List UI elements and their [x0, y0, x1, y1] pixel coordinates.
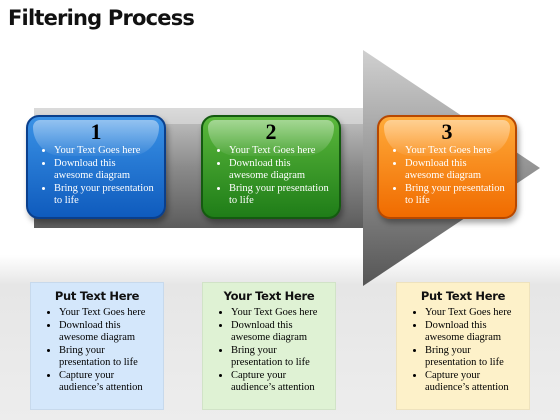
step-1-bullet-2: Download this awesome diagram [54, 158, 156, 183]
note-3-heading: Put Text Here [420, 289, 506, 303]
step-1-list: Your Text Goes here Download this awesom… [36, 145, 156, 208]
note-2-bullet-2: Download this awesome diagram [231, 320, 329, 345]
note-2-bullet-1: Your Text Goes here [231, 307, 329, 320]
note-2-bullet-3: Bring your presentation to life [231, 345, 329, 370]
note-3-list: Your Text Goes here Download this awesom… [403, 307, 523, 395]
note-3-bullet-2: Download this awesome diagram [425, 320, 523, 345]
note-3-bullet-1: Your Text Goes here [425, 307, 523, 320]
step-3-bullet-1: Your Text Goes here [405, 145, 507, 158]
note-1-heading: Put Text Here [54, 289, 140, 303]
note-1-bullet-1: Your Text Goes here [59, 307, 157, 320]
step-3-list: Your Text Goes here Download this awesom… [387, 145, 507, 208]
note-1-bullet-2: Download this awesome diagram [59, 320, 157, 345]
note-1-list: Your Text Goes here Download this awesom… [37, 307, 157, 395]
note-2-panel: Your Text Here Your Text Goes here Downl… [202, 282, 336, 410]
note-2-heading: Your Text Here [223, 289, 315, 303]
step-3-bullet-2: Download this awesome diagram [405, 158, 507, 183]
note-2-bullet-4: Capture your audience’s attention [231, 370, 329, 395]
step-2-list: Your Text Goes here Download this awesom… [211, 145, 331, 208]
note-1-bullet-4: Capture your audience’s attention [59, 370, 157, 395]
note-3-panel: Put Text Here Your Text Goes here Downlo… [396, 282, 530, 410]
note-3-bullet-3: Bring your presentation to life [425, 345, 523, 370]
note-3-bullet-4: Capture your audience’s attention [425, 370, 523, 395]
step-2-box: 2 Your Text Goes here Download this awes… [201, 115, 341, 219]
note-2-list: Your Text Goes here Download this awesom… [209, 307, 329, 395]
step-1-bullet-3: Bring your presentation to life [54, 183, 156, 208]
page-title: Filtering Process [8, 6, 195, 30]
step-1-box: 1 Your Text Goes here Download this awes… [26, 115, 166, 219]
note-1-panel: Put Text Here Your Text Goes here Downlo… [30, 282, 164, 410]
step-3-number: 3 [441, 119, 453, 144]
step-1-number: 1 [90, 119, 102, 144]
step-3-box: 3 Your Text Goes here Download this awes… [377, 115, 517, 219]
step-2-bullet-3: Bring your presentation to life [229, 183, 331, 208]
note-1-bullet-3: Bring your presentation to life [59, 345, 157, 370]
step-1-bullet-1: Your Text Goes here [54, 145, 156, 158]
step-2-number: 2 [265, 119, 277, 144]
step-2-bullet-1: Your Text Goes here [229, 145, 331, 158]
step-3-bullet-3: Bring your presentation to life [405, 183, 507, 208]
step-2-bullet-2: Download this awesome diagram [229, 158, 331, 183]
